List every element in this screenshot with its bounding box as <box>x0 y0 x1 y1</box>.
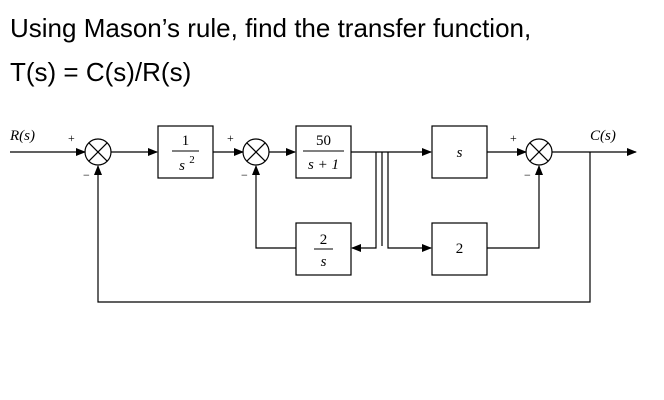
block-2-numerator: 50 <box>316 133 331 149</box>
sum1-minus-sign: − <box>83 168 90 182</box>
block-1-denominator-base: s <box>179 158 185 174</box>
block-4-label: 2 <box>456 241 464 257</box>
block-1-denominator-exponent: 2 <box>189 154 195 166</box>
block-3-label: s <box>457 145 463 161</box>
block-5-numerator: 2 <box>320 232 328 248</box>
block-5-denominator: s <box>321 254 327 270</box>
block-2-denominator: s + 1 <box>308 157 339 173</box>
sum1-plus-sign: + <box>68 131 75 145</box>
sum2-minus-sign: − <box>241 168 248 182</box>
sum2-plus-sign: + <box>227 131 234 145</box>
block-1-numerator: 1 <box>182 133 190 149</box>
block-5-2-over-s <box>295 222 352 276</box>
output-label: C(s) <box>590 128 616 144</box>
sum3-plus-sign: + <box>510 131 517 145</box>
signal-line-parallel-branch <box>387 152 432 252</box>
block-4-2 <box>431 222 488 276</box>
signal-line-parallel-join <box>487 165 543 249</box>
question-line-2: T(s) = C(s)/R(s) <box>10 57 192 87</box>
sum3-minus-sign: − <box>524 168 531 182</box>
signal-line-inner-feedback <box>252 165 296 249</box>
question-text: Using Mason’s rule, find the transfer fu… <box>10 6 650 94</box>
signal-line-feedback-inner-branch <box>351 152 377 252</box>
input-label: R(s) <box>9 128 35 144</box>
signal-line-outer-feedback <box>94 152 591 303</box>
question-line-1: Using Mason’s rule, find the transfer fu… <box>10 13 532 43</box>
